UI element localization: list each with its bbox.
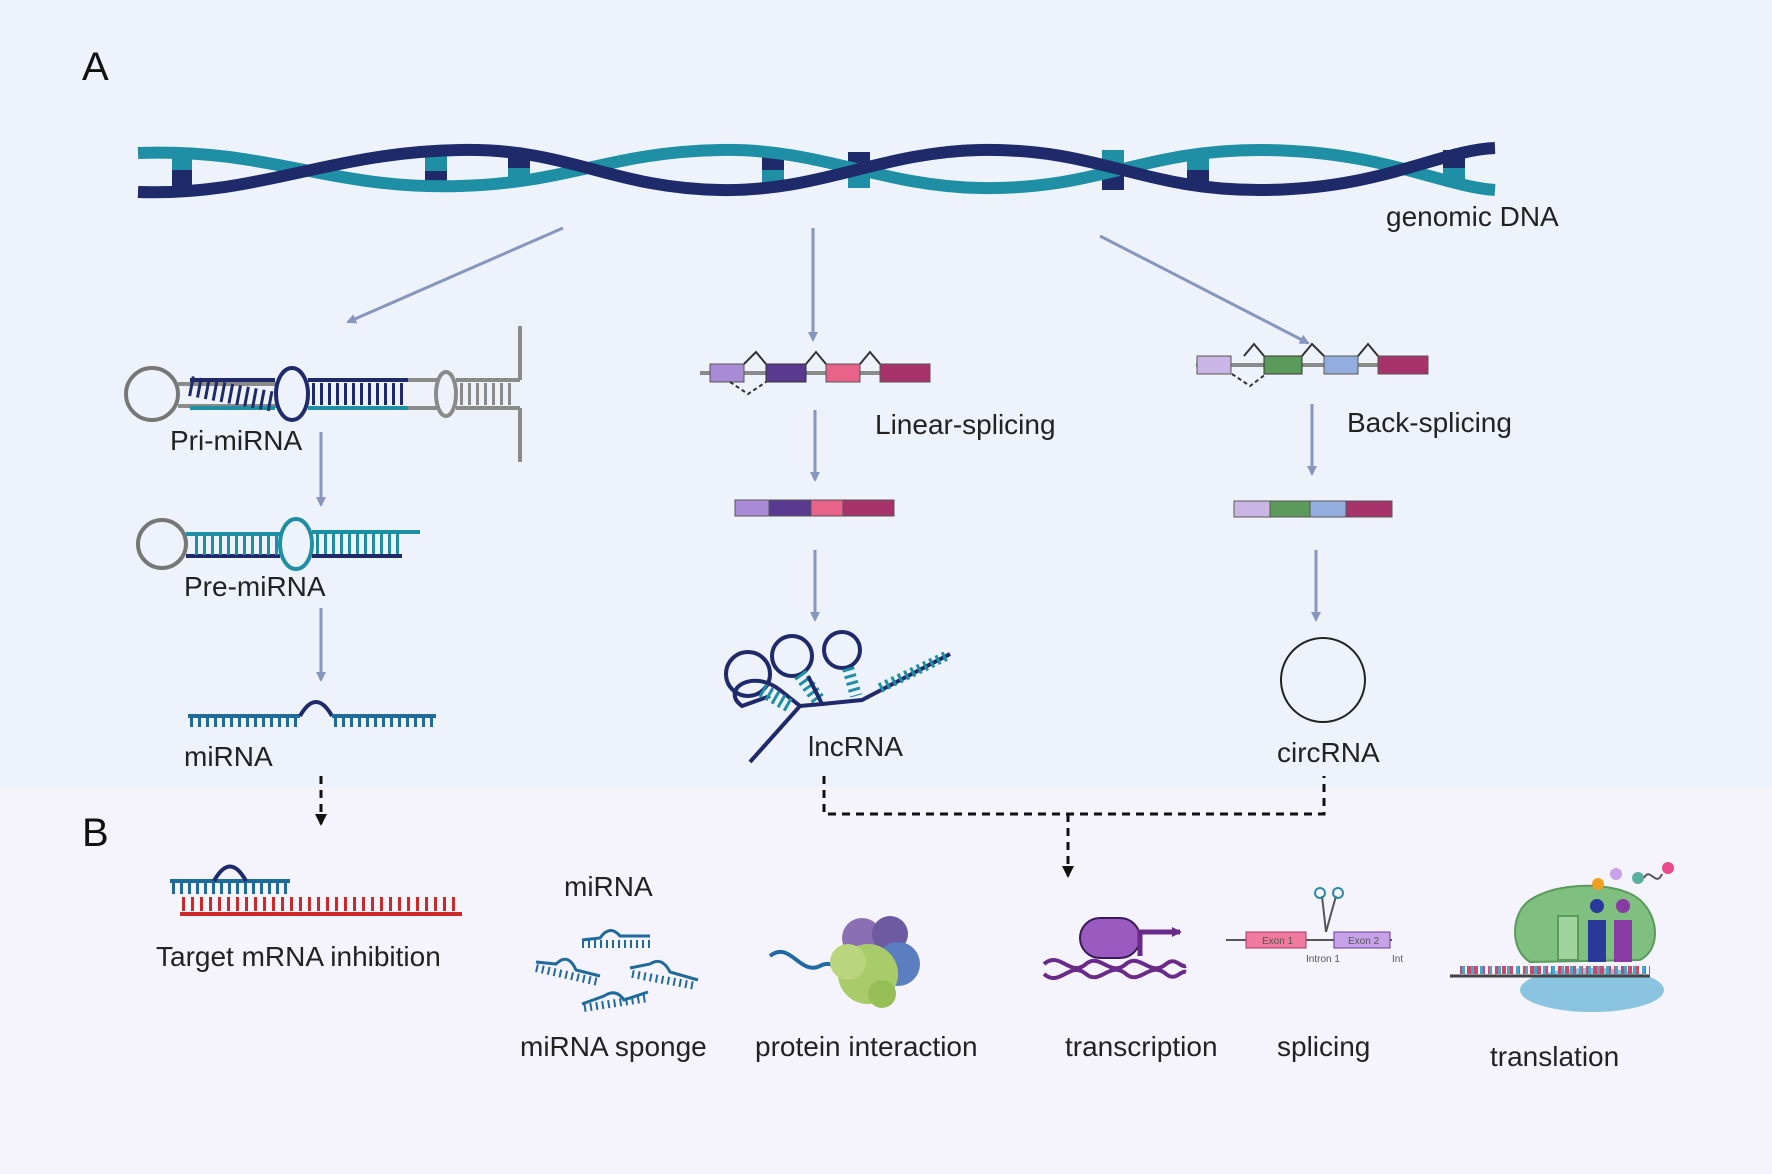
panel-label-b: B	[82, 811, 109, 855]
exon1-label: Exon 1	[1262, 936, 1294, 947]
lncrna-structure	[724, 630, 951, 764]
translation-icon	[1450, 862, 1674, 1012]
lncrna-label: lncRNA	[808, 731, 903, 762]
intron-label: Intron 1	[1306, 954, 1340, 965]
pri-mirna-structure	[124, 326, 522, 462]
target-mrna-label: Target mRNA inhibition	[156, 941, 441, 972]
pri-mirna-label: Pri-miRNA	[170, 425, 303, 456]
circrna-label: circRNA	[1277, 737, 1380, 768]
mature-mirna-structure	[188, 700, 436, 727]
linear-splicing-label: Linear-splicing	[875, 409, 1056, 440]
mirna-sponge-icon	[535, 929, 699, 1012]
linear-splicing-premrna	[700, 350, 931, 396]
protein-interaction-label: protein interaction	[755, 1031, 978, 1062]
protein-interaction-icon	[768, 916, 920, 1008]
exon2-label: Exon 2	[1348, 936, 1380, 947]
back-spliced-transcript	[1233, 500, 1393, 518]
mirna-sponge-label: miRNA sponge	[520, 1031, 707, 1062]
arrow-dna-to-circrna	[1099, 234, 1310, 345]
arrow-dna-to-mirna	[346, 226, 564, 324]
splicing-icon: Exon 1 Exon 2 Intron 1 Int	[1226, 887, 1403, 965]
dna-strand-teal	[137, 143, 1496, 196]
pre-mirna-label: Pre-miRNA	[184, 571, 326, 602]
back-splicing-premrna	[1196, 342, 1429, 388]
dashed-connector-lnc-circ	[822, 776, 1326, 816]
sponge-mirna-title: miRNA	[564, 871, 653, 902]
transcription-label: transcription	[1065, 1031, 1218, 1062]
genomic-dna-label: genomic DNA	[1386, 201, 1559, 232]
panel-label-a: A	[82, 45, 109, 89]
dna-helix	[137, 142, 1496, 199]
splicing-label: splicing	[1277, 1031, 1370, 1062]
linear-spliced-transcript	[734, 499, 895, 517]
int-label: Int	[1392, 954, 1403, 965]
pre-mirna-structure	[136, 517, 420, 571]
mirna-label: miRNA	[184, 741, 273, 772]
target-mrna-icon	[170, 864, 462, 916]
circrna-circle	[1280, 637, 1366, 723]
translation-label: translation	[1490, 1041, 1619, 1072]
dna-strand-dark	[137, 142, 1496, 199]
panel-a-background	[0, 0, 1772, 788]
transcription-icon	[1042, 917, 1187, 981]
back-splicing-label: Back-splicing	[1347, 407, 1512, 438]
